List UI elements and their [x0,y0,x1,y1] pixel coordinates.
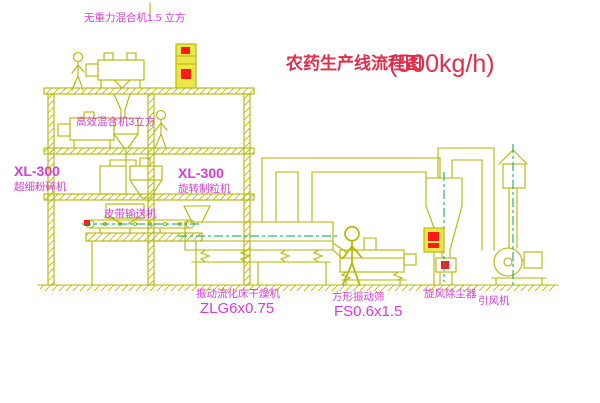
pulverizer-unit [99,157,163,199]
spring [199,249,211,263]
label-granulator-name: 旋转制粒机 [178,182,231,195]
label-screen-name: 方形振动筛 [332,290,385,303]
discharge-funnel [113,93,131,119]
spring [239,249,251,263]
label-dryer-model: ZLG6x0.75 [200,300,274,317]
label-top-mixer: 无重力混合机1.5 立方 [84,11,186,24]
worker-figure [71,51,85,91]
induced-draft-fan [491,247,547,286]
exhaust-duct [261,157,441,223]
drive-indicator [84,220,90,226]
cabinet-indicator [181,69,191,79]
fan-suction-pipe [437,147,495,251]
label-belt-conveyor: 皮带输送机 [104,207,157,220]
label-granulator-model: XL-300 [178,165,224,181]
label-mill-name: 超细粉碎机 [14,180,67,193]
spring [312,249,324,263]
spring [340,271,404,281]
diagram-title: 农药生产线流程图 [285,53,422,73]
granulator [105,203,145,225]
valve-indicator [441,261,449,269]
belt-conveyor [84,219,195,234]
control-cabinet-screen [423,227,445,286]
labels: 无重力混合机1.5 立方 高效混合机3立方 XL-300 超细粉碎机 XL-30… [14,11,510,320]
label-fan: 引风机 [478,294,510,307]
label-mill-model: XL-300 [14,163,60,179]
dryer-inlet-hopper [183,205,211,223]
cabinet-indicator [181,47,190,54]
feed-bin [113,117,139,167]
cabinet-indicator [428,232,439,241]
cabinet-indicator [428,243,439,248]
label-dryer-name: 振动流化床干燥机 [196,287,280,300]
top-mixer [85,52,145,119]
label-screen-model: FS0.6x1.5 [334,303,402,320]
label-cyclone: 旋风除尘器 [424,287,477,300]
building-frame [37,2,559,291]
fluid-bed-dryer [183,205,347,286]
label-mid-mixer: 高效混合机3立方 [76,115,155,128]
spring [279,249,291,263]
diagram-title-capacity: (500kg/h) [389,50,495,78]
worker-figure [154,109,168,149]
control-cabinet-top [175,43,197,89]
